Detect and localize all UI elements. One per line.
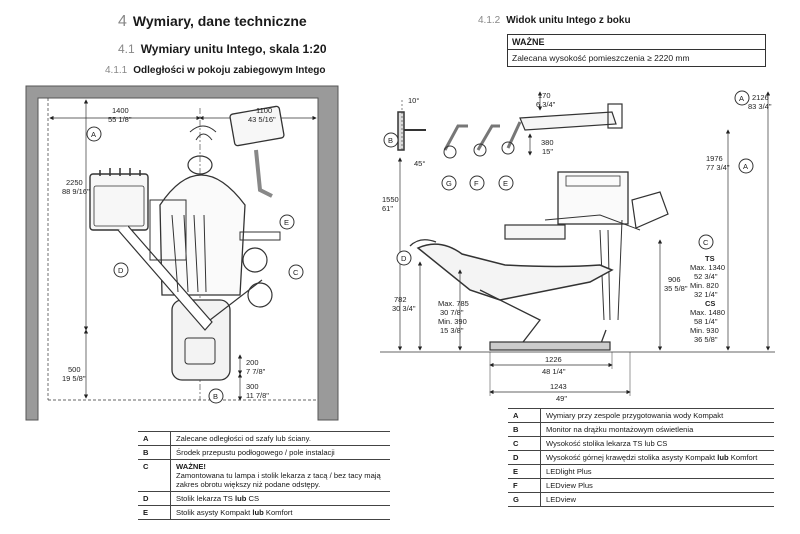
dim-200: 200 [246,358,259,367]
chair-min: Min. 390 [438,317,467,326]
dim-1400-in: 55 1/8" [108,115,132,124]
dim-380: 380 [541,138,554,147]
chair-max-in: 30 7/8" [440,308,464,317]
room-plan [25,85,339,421]
callout-d-right: D [401,254,407,263]
dim-170-in: 6 3/4" [536,100,556,109]
dim-1550: 1550 [382,195,399,204]
callout-b-left: B [213,392,218,401]
callout-a-right: A [739,94,744,103]
ts-max: Max. 1340 [690,263,725,272]
dim-300-in: 11 7/8" [246,391,269,400]
dim-10deg: 10° [408,96,419,105]
cs-title: CS [705,299,715,308]
callout-f-right: F [474,179,479,188]
dim-1100-in: 43 5/16" [248,115,276,124]
dim-1243-in: 49" [556,394,567,403]
dim-300: 300 [246,382,259,391]
dim-1976: 1976 [706,154,723,163]
callout-a-left: A [91,130,96,139]
warning-text: Zalecana wysokość pomieszczenia ≥ 2220 m… [512,53,690,63]
dim-1243: 1243 [550,382,567,391]
dim-1100: 1100 [256,106,272,115]
ts-min-in: 32 1/4" [694,290,718,299]
callout-c-left: C [293,268,299,277]
chair-min-in: 15 3/8" [440,326,464,335]
callout-d-left: D [118,266,124,275]
dim-2126-in: 83 3/4" [748,102,772,111]
warning-title: WAŻNE [508,35,765,50]
dim-1550-in: 61" [382,204,393,213]
ts-title: TS [705,254,715,263]
dim-782-in: 30 3/4" [392,304,416,313]
dim-500: 500 [68,365,81,374]
dim-1226: 1226 [545,355,562,364]
dim-2250: 2250 [66,178,83,187]
callout-e-left: E [284,218,289,227]
dim-45deg: 45° [414,159,425,168]
callout-a2-right: A [743,162,748,171]
right-callouts [383,90,754,266]
dim-500-in: 19 5/8" [62,374,86,383]
warning-box: WAŻNE Zalecana wysokość pomieszczenia ≥ … [507,34,766,67]
side-view [380,91,775,396]
left-callouts [86,126,304,404]
cs-min-in: 36 5/8" [694,335,718,344]
dim-1976-in: 77 3/4" [706,163,730,172]
dim-2250-in: 88 9/16" [62,187,90,196]
cs-max-in: 58 1/4" [694,317,718,326]
callout-b-right: B [388,136,393,145]
callout-e-right: E [503,179,508,188]
dim-782: 782 [394,295,407,304]
dim-906-in: 35 5/8" [664,284,688,293]
cs-max: Max. 1480 [690,308,725,317]
dim-1226-in: 48 1/4" [542,367,566,376]
dim-170: 170 [538,91,551,100]
dim-906: 906 [668,275,681,284]
ts-max-in: 52 3/4" [694,272,718,281]
callout-g-right: G [446,179,452,188]
dim-2126: 2126 [752,93,769,102]
dim-1400: 1400 [112,106,129,115]
ts-min: Min. 820 [690,281,719,290]
cs-min: Min. 930 [690,326,719,335]
dim-200-in: 7 7/8" [246,367,266,376]
chair-max: Max. 785 [438,299,469,308]
dim-380-in: 15" [542,147,553,156]
callout-c-right: C [703,238,709,247]
